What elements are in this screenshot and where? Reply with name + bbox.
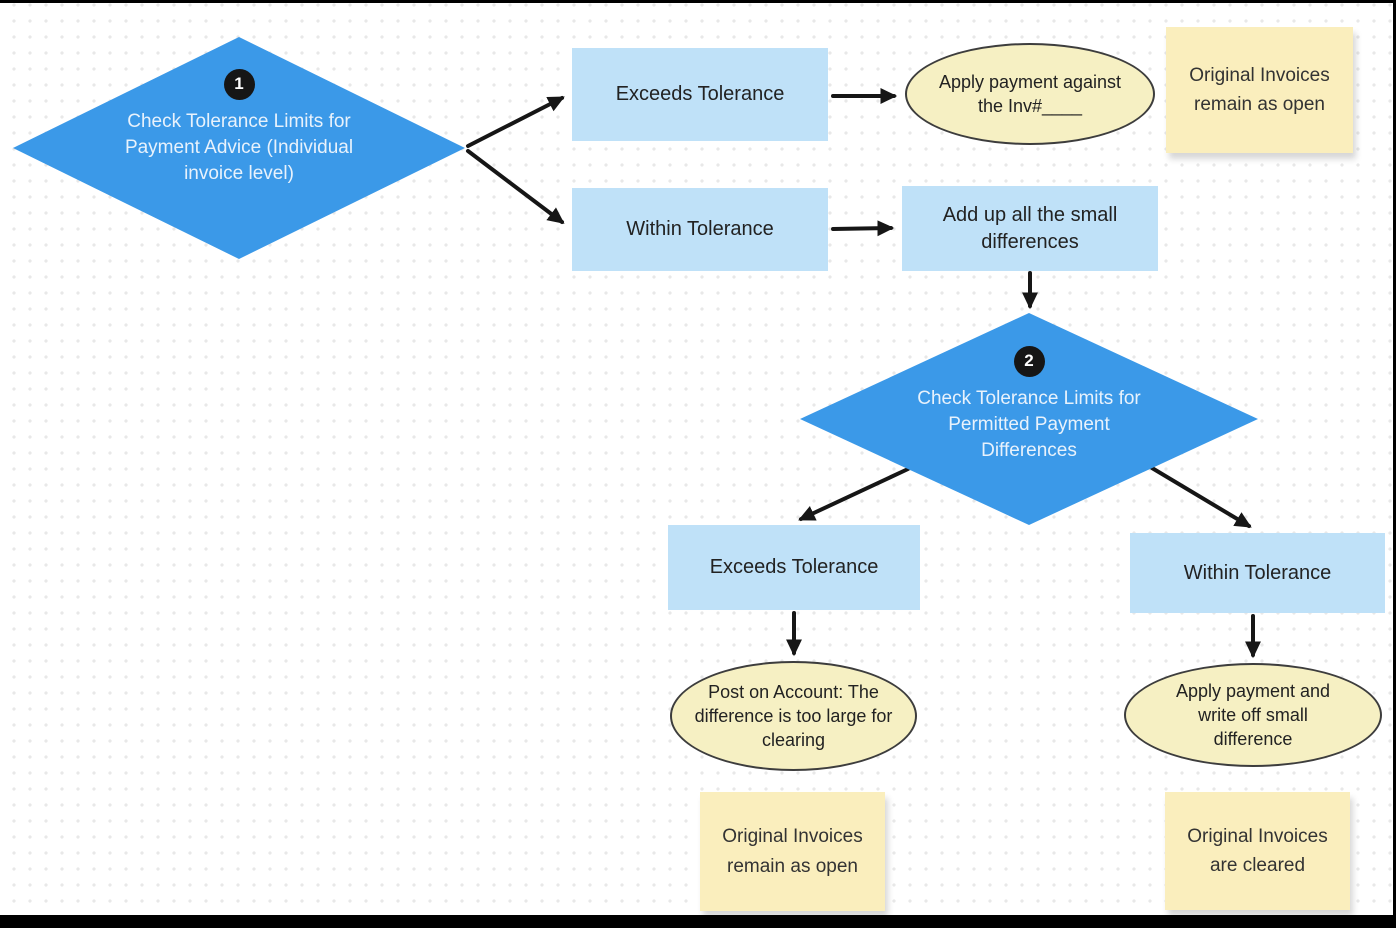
terminal-post-on-account: Post on Account: The difference is too l… [670, 661, 917, 771]
arrow-within1-to-add-up [831, 220, 895, 237]
box-label: Within Tolerance [626, 218, 774, 240]
arrow-decision2-to-exceeds2 [798, 467, 910, 521]
terminal-apply-payment-write-off: Apply payment and write off small differ… [1124, 663, 1382, 767]
sticky-note-text: Original Invoices are cleared [1187, 825, 1328, 876]
step-number-badge: 2 [1013, 345, 1045, 377]
decision-check-tolerance-permitted-differences: 2 Check Tolerance Limits for Permitted P… [800, 313, 1258, 525]
decision-label: Check Tolerance Limits for Permitted Pay… [917, 387, 1141, 462]
box-label: Within Tolerance [1183, 561, 1332, 584]
box-label: Add up all the small differences [942, 203, 1118, 253]
sticky-note-invoices-remain-open-top: Original Invoices remain as open [1166, 27, 1353, 153]
box-add-up-small-differences: Add up all the small differences [902, 186, 1158, 271]
decision-check-tolerance-payment-advice: 1 Check Tolerance Limits for Payment Adv… [13, 37, 465, 259]
terminal-label: Post on Account: The difference is too l… [694, 681, 893, 751]
arrow-decision1-to-within1 [466, 149, 565, 224]
sticky-note-invoices-cleared: Original Invoices are cleared [1165, 792, 1350, 910]
box-label: Exceeds Tolerance [709, 556, 879, 578]
decision-label: Check Tolerance Limits for Payment Advic… [124, 110, 354, 185]
box-exceeds-tolerance-1: Exceeds Tolerance [572, 48, 828, 141]
terminal-label: Apply payment and write off small differ… [1175, 680, 1331, 750]
terminal-apply-payment-against-invoice: Apply payment against the Inv#____ [905, 43, 1155, 145]
box-exceeds-tolerance-2: Exceeds Tolerance [668, 525, 920, 610]
terminal-label: Apply payment against the Inv#____ [938, 71, 1122, 116]
sticky-note-text: Original Invoices remain as open [722, 826, 863, 877]
box-within-tolerance-1: Within Tolerance [572, 188, 828, 271]
box-within-tolerance-2: Within Tolerance [1130, 533, 1385, 613]
arrow-decision1-to-exceeds1 [466, 96, 565, 148]
step-number-badge: 1 [223, 68, 255, 100]
arrow-decision2-to-within2 [1150, 466, 1252, 528]
sticky-note-text: Original Invoices remain as open [1189, 64, 1330, 115]
sticky-note-invoices-remain-open-bottom: Original Invoices remain as open [700, 792, 885, 911]
box-label: Exceeds Tolerance [615, 83, 785, 105]
